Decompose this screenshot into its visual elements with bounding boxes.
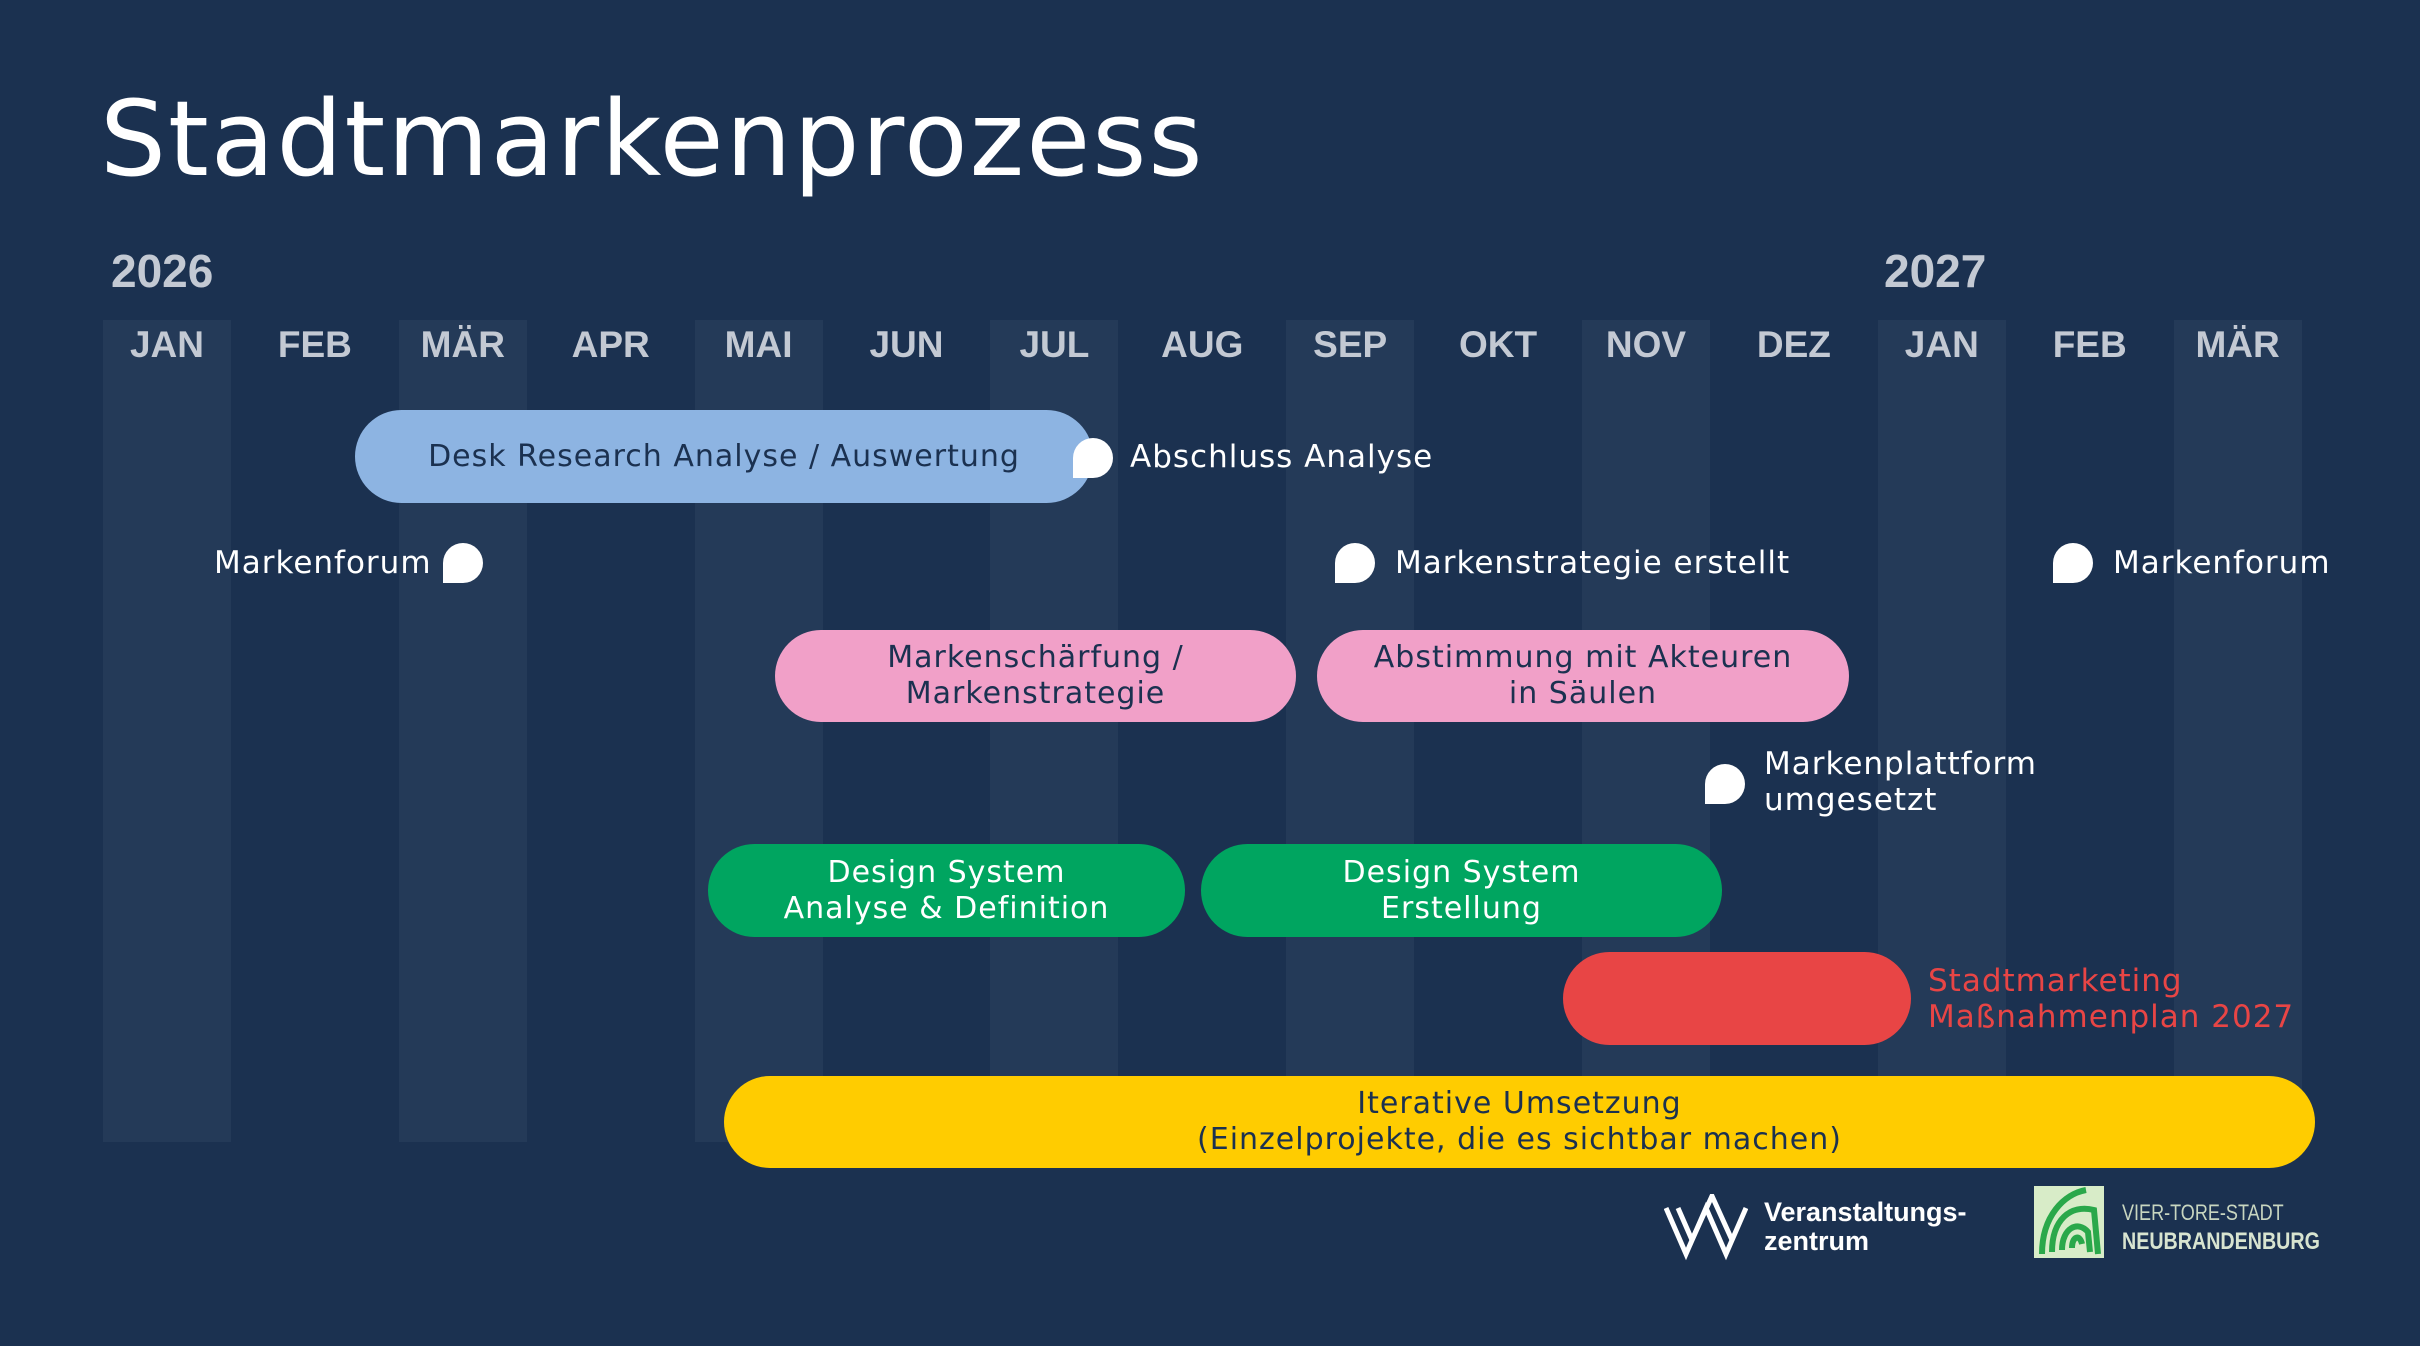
month-label: DEZ [1756,324,1831,365]
month-label: NOV [1605,324,1687,365]
year-2026: 2026 [111,245,214,297]
month-label: FEB [2052,324,2127,365]
milestone-marker-icon [443,543,483,583]
month-label: MAI [724,324,793,365]
month-label: JAN [1904,324,1979,365]
milestone-marker-icon [2053,543,2093,583]
month-label: JUN [869,324,944,365]
month-label: JUL [1019,324,1090,365]
year-2027: 2027 [1884,245,1987,297]
month-column [1286,320,1415,1142]
page-title: Stadtmarkenprozess [100,78,1205,200]
neubrandenburg-logo-icon [2034,1186,2104,1258]
logo-veranstaltungszentrum: Veranstaltungs- zentrum [1664,1192,1974,1264]
milestone-markenstrategie-erstellt: Markenstrategie erstellt [1395,545,1791,581]
label-massnahmenplan: Stadtmarketing Maßnahmenplan 2027 [1928,963,2295,1035]
bar-design-erstellung: Design System Erstellung [1201,844,1722,937]
bar-massnahmenplan [1563,952,1911,1045]
month-column [103,320,231,1142]
milestone-markenplattform: Markenplattform umgesetzt [1764,746,2037,818]
month-label: FEB [277,324,352,365]
milestone-markenforum-2: Markenforum [2113,545,2331,581]
month-label: APR [571,324,650,365]
bar-desk-research: Desk Research Analyse / Auswertung [355,410,1093,503]
bar-design-analyse: Design System Analyse & Definition [708,844,1185,937]
vz-logo-text: Veranstaltungs- zentrum [1764,1197,1967,1256]
month-label: JAN [129,324,205,365]
neubrandenburg-line1: VIER-TORE-STADT [2122,1200,2284,1225]
milestone-markenforum-1: Markenforum [214,545,432,581]
vz-logo-icon [1664,1194,1748,1261]
neubrandenburg-line2: NEUBRANDENBURG [2122,1228,2320,1255]
month-column [1434,320,1562,1142]
milestone-marker-icon [1073,438,1113,478]
month-label: AUG [1161,324,1244,365]
bar-iterative-umsetzung: Iterative Umsetzung (Einzelprojekte, die… [724,1076,2315,1168]
month-label: MÄR [420,324,505,365]
month-label: MÄR [2195,324,2280,365]
bar-abstimmung: Abstimmung mit Akteuren in Säulen [1317,630,1849,722]
milestone-marker-icon [1705,764,1745,804]
milestone-abschluss-analyse: Abschluss Analyse [1130,439,1434,475]
milestone-marker-icon [1335,543,1375,583]
month-label: SEP [1313,324,1388,365]
month-column [2173,320,2302,1142]
logo-neubrandenburg: VIER-TORE-STADT NEUBRANDENBURG [2034,1186,2324,1266]
bar-markenschaerfung: Markenschärfung / Markenstrategie [775,630,1296,722]
month-label: OKT [1459,324,1538,365]
